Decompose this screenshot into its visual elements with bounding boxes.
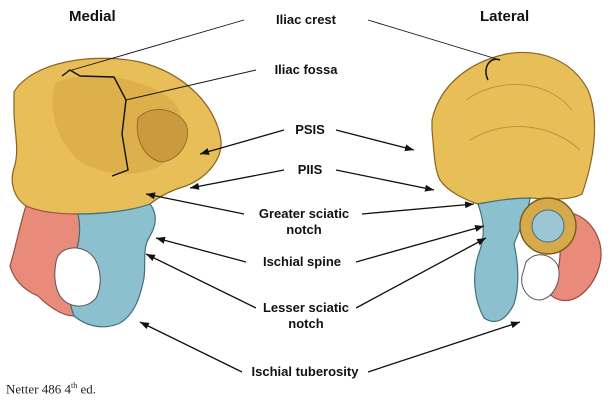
label-greater-sciatic-line2: notch <box>286 222 321 237</box>
label-greater-sciatic-line1: Greater sciatic <box>259 206 349 221</box>
arrow-piis-right <box>336 170 434 190</box>
label-piis: PIIS <box>286 162 334 178</box>
citation-suffix: ed. <box>77 381 96 396</box>
lateral-hip-bone <box>432 53 601 322</box>
citation-text: Netter 486 4 <box>6 381 71 396</box>
label-lesser-sciatic-notch: Lesser sciatic notch <box>256 300 356 332</box>
arrow-lesser-sciatic-right <box>356 238 486 308</box>
leader-iliac-crest-left <box>72 20 244 70</box>
arrow-ischial-spine-left <box>156 238 246 262</box>
label-ischial-tuberosity: Ischial tuberosity <box>242 364 368 380</box>
arrow-psis-right <box>336 130 414 150</box>
arrow-ischial-spine-right <box>356 226 484 262</box>
source-citation: Netter 486 4th ed. <box>6 381 96 397</box>
label-psis: PSIS <box>286 122 334 138</box>
medial-view-title: Medial <box>69 8 116 25</box>
label-ischial-spine: Ischial spine <box>248 254 356 270</box>
label-lesser-sciatic-line1: Lesser sciatic <box>263 300 349 315</box>
arrow-ischial-tuberosity-left <box>140 322 242 372</box>
label-lesser-sciatic-line2: notch <box>288 316 323 331</box>
label-iliac-fossa: Iliac fossa <box>258 62 354 78</box>
arrow-greater-sciatic-left <box>146 194 244 214</box>
label-greater-sciatic-notch: Greater sciatic notch <box>248 206 360 238</box>
arrow-lesser-sciatic-left <box>146 254 256 308</box>
medial-obturator-foramen <box>55 248 100 306</box>
medial-hip-bone <box>10 58 221 327</box>
leader-iliac-crest-right <box>368 20 500 60</box>
lateral-acetabular-fossa <box>532 210 564 242</box>
arrow-greater-sciatic-right <box>362 204 474 214</box>
lateral-ilium <box>432 53 595 205</box>
lateral-view-title: Lateral <box>480 8 529 25</box>
label-iliac-crest: Iliac crest <box>258 12 354 28</box>
arrow-ischial-tuberosity-right <box>368 322 520 372</box>
